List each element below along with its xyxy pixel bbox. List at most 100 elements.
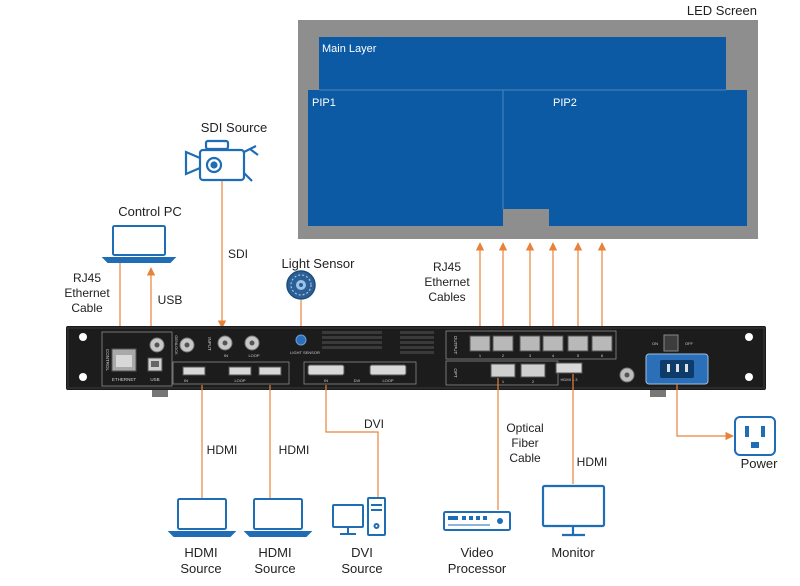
- rj45-label-2: Ethernet: [64, 286, 110, 300]
- opt-section-label: OPT: [453, 368, 458, 378]
- output-cables: RJ45 Ethernet Cables: [424, 242, 607, 333]
- output-port[interactable]: [567, 335, 589, 352]
- dvi-source-label-2: Source: [341, 561, 382, 576]
- monitor-icon: [541, 484, 606, 537]
- output-section: [445, 330, 617, 360]
- rj45-cables-label-2: Ethernet: [424, 275, 470, 289]
- sdi-in-label: IN: [224, 353, 228, 358]
- dvi-loop-label: LOOP: [382, 378, 393, 383]
- output-port-number: 3: [529, 353, 532, 358]
- dvi-source: DVI Source: [332, 497, 386, 576]
- fiber-label-3: Cable: [509, 451, 541, 465]
- usb-port-label: USB: [150, 377, 159, 382]
- output-port[interactable]: [542, 335, 564, 352]
- sdi-source-label: SDI Source: [201, 120, 267, 135]
- output-port[interactable]: [469, 335, 491, 352]
- hdmi-in-label: IN: [184, 378, 188, 383]
- light-sensor: Light Sensor: [282, 256, 355, 300]
- power-outlet-icon: [734, 416, 776, 456]
- device-foot: [650, 390, 666, 397]
- video-processor-label-2: Processor: [448, 561, 507, 576]
- device-foot: [152, 390, 168, 397]
- hdmi-source-2: HDMI Source: [243, 498, 313, 576]
- power-label: Power: [741, 456, 779, 471]
- hdmi-cable-1-label: HDMI: [207, 443, 238, 457]
- output-port[interactable]: [591, 335, 613, 352]
- led-screen-title: LED Screen: [687, 3, 757, 18]
- video-processor-icon: [443, 511, 511, 531]
- sdi-loop-label: LOOP: [248, 353, 259, 358]
- light-sensor-icon: [286, 270, 316, 300]
- desktop-pc-icon: [332, 497, 386, 536]
- dvi-source-label-1: DVI: [351, 545, 373, 560]
- pip2-label: PIP2: [553, 97, 577, 109]
- rack-hole: [745, 373, 753, 381]
- rack-hole: [745, 333, 753, 341]
- hdmi-source-2-label-1: HDMI: [258, 545, 291, 560]
- monitor-label: Monitor: [551, 545, 595, 560]
- hdmi-output-port[interactable]: [555, 362, 583, 374]
- laptop-icon: [101, 225, 177, 263]
- output-port-number: 1: [479, 353, 482, 358]
- light-sensor-port[interactable]: [295, 334, 307, 346]
- rack-hole: [79, 373, 87, 381]
- opt-port-1[interactable]: [490, 363, 516, 378]
- rj45-label-1: RJ45: [73, 271, 101, 285]
- pip1-label: PIP1: [312, 97, 336, 109]
- output-port[interactable]: [519, 335, 541, 352]
- dvi-label: DVI: [354, 378, 361, 383]
- output-section-label: OUTPUT: [453, 336, 458, 355]
- output-port-number: 4: [552, 353, 555, 358]
- hdmi-loop-label: LOOP: [234, 378, 245, 383]
- vent-grille: [322, 331, 434, 354]
- fiber-label-1: Optical: [506, 421, 543, 435]
- control-section: [101, 331, 173, 387]
- control-pc: Control PC: [101, 204, 182, 263]
- hdmi-source-1-label-2: Source: [180, 561, 221, 576]
- hdmi-output-cable-label: HDMI: [577, 455, 608, 469]
- hdmi-1-in-port[interactable]: [182, 366, 206, 376]
- output-ports: [469, 335, 613, 352]
- dvi-in-port[interactable]: [307, 364, 345, 376]
- hdmi-1-loop-port[interactable]: [228, 366, 252, 376]
- video-processor-device: CONTROL ETHERNET USB GENLOCK INPUT IN LO…: [66, 326, 766, 397]
- dvi-section: [303, 361, 417, 385]
- laptop-icon: [167, 498, 237, 537]
- power-off-label: OFF: [685, 341, 694, 346]
- sdi-cable-label: SDI: [228, 247, 248, 261]
- video-processor-label-1: Video: [460, 545, 493, 560]
- power-switch[interactable]: [663, 334, 679, 352]
- hdmi-source-1: HDMI Source: [167, 498, 237, 576]
- sdi-source: SDI Source: [184, 120, 267, 182]
- rj45-cables-label-3: Cables: [428, 290, 465, 304]
- control-pc-label: Control PC: [118, 204, 182, 219]
- laptop-icon: [243, 498, 313, 537]
- power-cable: [676, 384, 734, 441]
- dvi-cable-label: DVI: [364, 417, 384, 431]
- opt-port-number: 2: [532, 379, 535, 384]
- video-processor: Video Processor: [443, 511, 511, 576]
- output-port[interactable]: [492, 335, 514, 352]
- hdmi-source-2-label-2: Source: [254, 561, 295, 576]
- output-port-number: 6: [601, 353, 604, 358]
- hdmi-output-label: HDMI 1.3: [561, 377, 579, 382]
- video-camera-icon: [184, 139, 259, 182]
- dvi-loop-port[interactable]: [369, 364, 407, 376]
- output-port-number: 2: [502, 353, 505, 358]
- ethernet-port-label: ETHERNET: [112, 377, 137, 382]
- output-port-number: 5: [577, 353, 580, 358]
- control-section-label: CONTROL: [105, 349, 110, 371]
- fiber-label-2: Fiber: [511, 436, 538, 450]
- hdmi-source-1-label-1: HDMI: [184, 545, 217, 560]
- opt-port-2[interactable]: [520, 363, 546, 378]
- usb-cable-label: USB: [158, 293, 183, 307]
- power: Power: [734, 416, 779, 471]
- hdmi-2-in-port[interactable]: [258, 366, 282, 376]
- light-sensor-port-label: LIGHT SENSOR: [290, 350, 320, 355]
- genlock-label: GENLOCK: [174, 335, 179, 355]
- rack-hole: [79, 333, 87, 341]
- opt-port-number: 1: [502, 379, 505, 384]
- dvi-in-label: IN: [324, 378, 328, 383]
- input-section-label: INPUT: [207, 337, 212, 351]
